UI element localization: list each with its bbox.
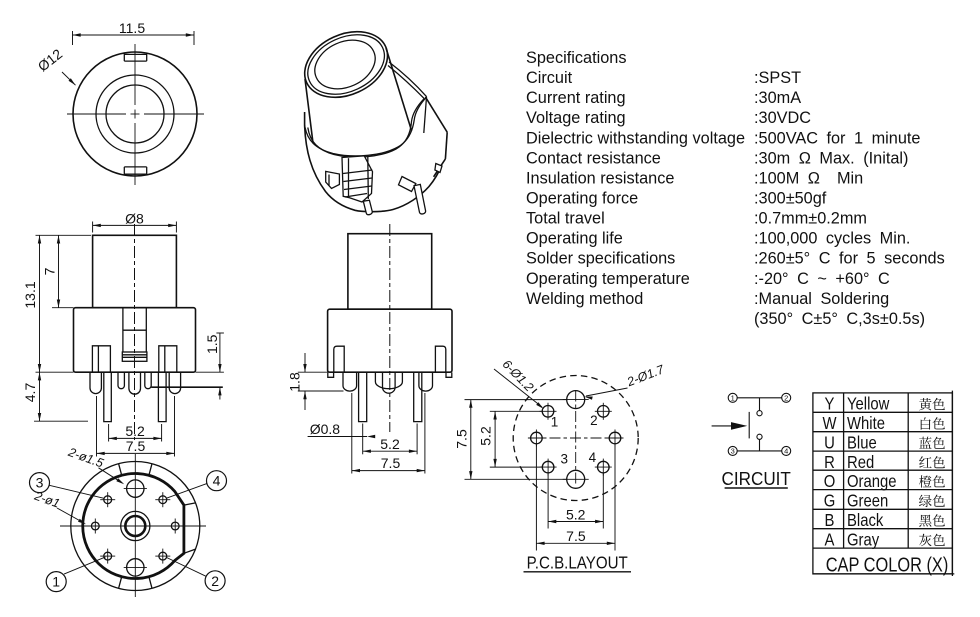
svg-text:White: White bbox=[847, 414, 885, 434]
svg-text:2: 2 bbox=[784, 394, 788, 403]
svg-text::100M Ω Min: :100M Ω Min bbox=[754, 169, 863, 187]
svg-text::-20° C ~ +60° C: :-20° C ~ +60° C bbox=[754, 270, 890, 288]
svg-text:Circuit: Circuit bbox=[526, 69, 573, 87]
svg-text:4: 4 bbox=[784, 447, 788, 456]
svg-text:Insulation resistance: Insulation resistance bbox=[526, 169, 674, 187]
svg-text:Contact resistance: Contact resistance bbox=[526, 149, 661, 167]
svg-text:Solder specifications: Solder specifications bbox=[526, 250, 675, 268]
svg-text:Operating force: Operating force bbox=[526, 190, 638, 208]
svg-text:O: O bbox=[824, 472, 836, 492]
svg-text:B: B bbox=[825, 511, 835, 531]
svg-text::30mA: :30mA bbox=[754, 89, 801, 107]
svg-text:3: 3 bbox=[36, 475, 44, 491]
svg-text:(350° C±5° C,3s±0.5s): (350° C±5° C,3s±0.5s) bbox=[754, 310, 925, 328]
svg-text:5.2: 5.2 bbox=[125, 423, 145, 439]
svg-text:Blue: Blue bbox=[847, 433, 877, 453]
svg-text::30m Ω Max. (Inital): :30m Ω Max. (Inital) bbox=[754, 149, 908, 167]
svg-text:Red: Red bbox=[847, 453, 874, 473]
svg-text::30VDC: :30VDC bbox=[754, 109, 811, 127]
svg-text:A: A bbox=[825, 530, 835, 550]
svg-text:3: 3 bbox=[561, 452, 569, 467]
svg-text:Y: Y bbox=[825, 394, 835, 414]
svg-text:Black: Black bbox=[847, 511, 884, 531]
svg-text:7: 7 bbox=[42, 267, 58, 275]
svg-text:Voltage rating: Voltage rating bbox=[526, 109, 626, 127]
svg-text:7.5: 7.5 bbox=[126, 438, 146, 454]
svg-text:U: U bbox=[824, 433, 835, 453]
svg-text:W: W bbox=[822, 414, 836, 434]
svg-text:P.C.B.LAYOUT: P.C.B.LAYOUT bbox=[527, 554, 628, 573]
svg-text:1: 1 bbox=[551, 414, 559, 429]
svg-text:CIRCUIT: CIRCUIT bbox=[722, 468, 791, 489]
svg-text:13.1: 13.1 bbox=[22, 281, 38, 308]
svg-text::Manual Soldering: :Manual Soldering bbox=[754, 290, 889, 308]
svg-text:R: R bbox=[824, 453, 835, 473]
svg-text:Current rating: Current rating bbox=[526, 89, 626, 107]
svg-text::100,000 cycles Min.: :100,000 cycles Min. bbox=[754, 230, 910, 248]
svg-text:3: 3 bbox=[731, 447, 735, 456]
svg-text::260±5° C for 5 seconds: :260±5° C for 5 seconds bbox=[754, 250, 945, 268]
svg-text:G: G bbox=[824, 491, 836, 511]
svg-text:Specifications: Specifications bbox=[526, 49, 626, 67]
svg-text:7.5: 7.5 bbox=[453, 429, 469, 449]
svg-text:CAP COLOR (X): CAP COLOR (X) bbox=[826, 553, 949, 576]
svg-text::0.7mm±0.2mm: :0.7mm±0.2mm bbox=[754, 210, 867, 228]
svg-text:1: 1 bbox=[52, 574, 60, 590]
svg-text::SPST: :SPST bbox=[754, 69, 801, 87]
svg-text:Welding method: Welding method bbox=[526, 290, 643, 308]
svg-text:5.2: 5.2 bbox=[566, 506, 586, 522]
svg-text:5.2: 5.2 bbox=[477, 426, 493, 446]
svg-text:1.5: 1.5 bbox=[204, 334, 220, 354]
svg-text:Yellow: Yellow bbox=[847, 394, 889, 414]
svg-text:1.8: 1.8 bbox=[287, 372, 303, 392]
svg-text:5.2: 5.2 bbox=[380, 436, 400, 452]
svg-text:4: 4 bbox=[213, 473, 221, 489]
svg-text:2: 2 bbox=[590, 413, 598, 428]
svg-text::300±50gf: :300±50gf bbox=[754, 190, 827, 208]
svg-text:Orange: Orange bbox=[847, 472, 897, 492]
svg-text:Ø0.8: Ø0.8 bbox=[310, 421, 341, 437]
svg-text:Dielectric withstanding voltag: Dielectric withstanding voltage bbox=[526, 129, 745, 147]
svg-text:7.5: 7.5 bbox=[381, 455, 401, 471]
svg-text:Operating temperature: Operating temperature bbox=[526, 270, 690, 288]
svg-text:Operating life: Operating life bbox=[526, 230, 623, 248]
svg-text:4.7: 4.7 bbox=[22, 383, 38, 403]
svg-text:Ø8: Ø8 bbox=[125, 211, 144, 227]
svg-text:1: 1 bbox=[731, 394, 735, 403]
svg-text:7.5: 7.5 bbox=[566, 528, 586, 544]
svg-text:Green: Green bbox=[847, 491, 888, 511]
svg-text:2: 2 bbox=[211, 573, 219, 589]
svg-text:11.5: 11.5 bbox=[119, 20, 145, 36]
svg-text::500VAC for 1 minute: :500VAC for 1 minute bbox=[754, 129, 920, 147]
svg-text:Gray: Gray bbox=[847, 530, 880, 550]
svg-text:4: 4 bbox=[589, 450, 597, 465]
svg-text:Total travel: Total travel bbox=[526, 210, 605, 228]
